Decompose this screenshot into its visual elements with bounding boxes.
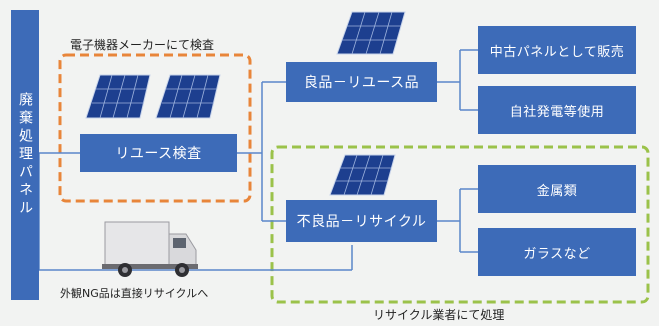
green-group-frame [270, 145, 650, 304]
metals-box: 金属類 [478, 165, 636, 213]
ng-direct-label: 外観NG品は直接リサイクルへ [60, 287, 209, 300]
solar-panel-icon [329, 154, 396, 196]
truck-icon [102, 221, 198, 277]
solar-panel-icon [85, 74, 151, 119]
discarded-panel-box: 廃棄処理パネル [11, 10, 39, 300]
orange-group-frame [58, 53, 252, 203]
solar-panel-icon [155, 74, 221, 119]
used-sale-box: 中古パネルとして販売 [478, 26, 636, 74]
green-group-label: リサイクル業者にて処理 [373, 308, 505, 322]
defective-item-box: 不良品－リサイクル [286, 200, 437, 242]
orange-group-label: 電子機器メーカーにて検査 [70, 38, 215, 52]
solar-panel-icon [336, 11, 406, 55]
reuse-inspection-box: リユース検査 [80, 134, 237, 172]
good-item-box: 良品－リユース品 [286, 62, 437, 102]
glass-box: ガラスなど [478, 228, 636, 276]
self-power-box: 自社発電等使用 [478, 86, 636, 134]
